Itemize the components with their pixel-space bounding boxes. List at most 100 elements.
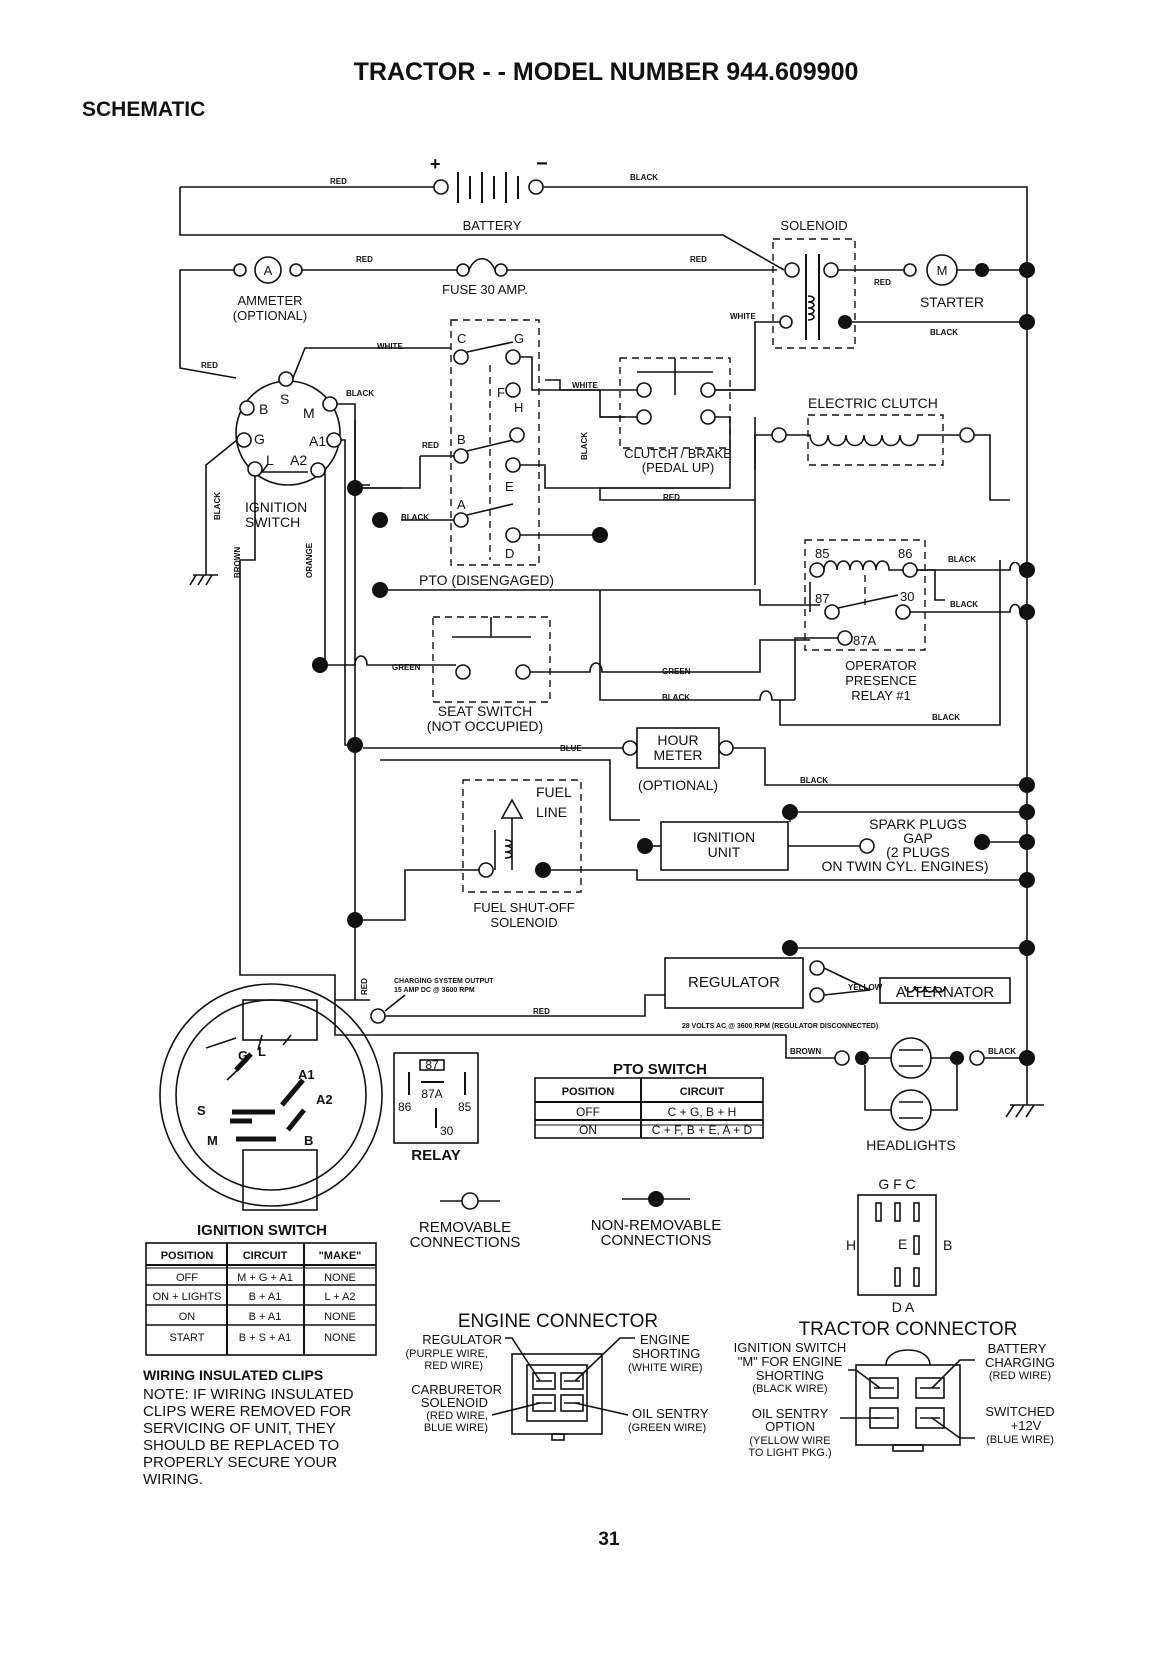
solenoid-wire-white: WHITE xyxy=(730,312,756,321)
ign-face-a1: A1 xyxy=(298,1067,315,1082)
charging-output-2: 15 AMP DC @ 3600 RPM xyxy=(394,987,475,994)
battery-label: BATTERY xyxy=(463,218,522,233)
engine-conn-text: RED WIRE) xyxy=(424,1360,483,1372)
hl-conn-left: H xyxy=(846,1237,856,1253)
pto-terminal-g: G xyxy=(514,331,524,346)
ign-table-header-circuit: CIRCUIT xyxy=(243,1250,288,1262)
tractor-conn-text: IGNITION SWITCH xyxy=(734,1340,847,1355)
clutch-wire-white: WHITE xyxy=(572,381,598,390)
fuse-label: FUSE 30 AMP. xyxy=(442,282,528,297)
headlight-connector: G F C H E B D A xyxy=(846,1176,952,1315)
relay-terminal-85: 85 xyxy=(815,546,829,561)
svg-text:+: + xyxy=(430,154,441,174)
tractor-conn-text: OPTION xyxy=(765,1419,815,1434)
spark-plugs-label-1: SPARK PLUGS xyxy=(869,816,967,832)
charging-wire-red: RED xyxy=(360,978,369,995)
ign-wire-white: WHITE xyxy=(377,342,403,351)
operator-presence-relay: 85 86 87 30 87A OPERATOR PRESENCE RELAY … xyxy=(779,539,1035,726)
relay-terminal-87a: 87A xyxy=(853,633,876,648)
regulator-wire-red: RED xyxy=(533,1007,550,1016)
pto-table-cell: C + F, B + E, A + D xyxy=(652,1123,753,1137)
alternator-wire-yellow: YELLOW xyxy=(848,983,883,992)
clutch-brake-label-1: CLUTCH / BRAKE xyxy=(624,446,732,461)
engine-conn-text: SHORTING xyxy=(632,1346,700,1361)
clutch-brake-label-2: (PEDAL UP) xyxy=(642,460,714,475)
solenoid-label: SOLENOID xyxy=(780,218,847,233)
ign-table-cell: B + A1 xyxy=(249,1311,282,1323)
engine-conn-text: (RED WIRE, xyxy=(426,1410,488,1422)
engine-conn-text: CARBURETOR xyxy=(411,1382,502,1397)
headlights: BROWN BLACK HEADLIGHTS xyxy=(334,1000,1044,1153)
ignition-unit-label-1: IGNITION xyxy=(693,829,755,845)
ignition-switch-face: G L A1 S A2 M B xyxy=(159,983,383,1211)
note-line: SHOULD BE REPLACED TO xyxy=(143,1437,339,1454)
tractor-conn-text: (YELLOW WIRE xyxy=(749,1435,830,1447)
engine-conn-text: (WHITE WIRE) xyxy=(628,1362,703,1374)
ign-wire-red: RED xyxy=(201,361,218,370)
ign-table-cell: B + A1 xyxy=(249,1291,282,1303)
hl-conn-bottom: D A xyxy=(892,1299,915,1315)
tractor-conn-text: (BLACK WIRE) xyxy=(752,1383,827,1395)
ign-table-cell: L + A2 xyxy=(324,1291,355,1303)
pto-terminal-f: F xyxy=(497,385,505,400)
spark-plugs-label-4: ON TWIN CYL. ENGINES) xyxy=(822,858,989,874)
relay-pin-87: 87 xyxy=(425,1058,439,1072)
pto-table-cell: ON xyxy=(579,1123,597,1137)
ign-terminal-m: M xyxy=(303,405,315,421)
tractor-connector: TRACTOR CONNECTOR IGNITION SWITCH "M" FO… xyxy=(734,1319,1055,1459)
tractor-conn-text: SWITCHED xyxy=(985,1404,1054,1419)
alternator-volts-ac: 28 VOLTS AC @ 3600 RPM (REGULATOR DISCON… xyxy=(682,1023,878,1030)
engine-conn-text: SOLENOID xyxy=(421,1395,488,1410)
tractor-connector-title: TRACTOR CONNECTOR xyxy=(799,1319,1018,1340)
fuse: FUSE 30 AMP. RED xyxy=(442,255,777,297)
relay-pin-30: 30 xyxy=(440,1124,454,1138)
relay-pin-diagram: 87 87A 86 85 30 RELAY xyxy=(393,1052,479,1164)
note-line: NOTE: IF WIRING INSULATED xyxy=(143,1386,354,1403)
ign-table-cell: ON xyxy=(179,1311,196,1323)
fuel-shutoff-solenoid: FUEL LINE FUEL SHUT-OFF SOLENOID xyxy=(347,779,1035,930)
ignition-switch: B S M G A1 L A2 IGNITION SWITCH RED BLAC… xyxy=(189,342,451,1001)
relay-terminal-86: 86 xyxy=(898,546,912,561)
svg-text:−: − xyxy=(536,153,548,175)
ign-terminal-b: B xyxy=(259,401,268,417)
ign-face-m: M xyxy=(207,1133,218,1148)
ign-table-cell: START xyxy=(169,1332,204,1344)
wiring-note: WIRING INSULATED CLIPS NOTE: IF WIRING I… xyxy=(143,1367,354,1488)
seat-switch-label-1: SEAT SWITCH xyxy=(438,703,532,719)
battery-wire-black: BLACK xyxy=(630,173,658,182)
fuse-wire-red: RED xyxy=(690,255,707,264)
ign-face-a2: A2 xyxy=(316,1092,333,1107)
pto-table-header-position: POSITION xyxy=(562,1086,615,1098)
note-line: SERVICING OF UNIT, THEY xyxy=(143,1420,336,1437)
ignition-unit: IGNITION UNIT SPARK PLUGS GAP (2 PLUGS O… xyxy=(637,804,1035,874)
fuel-solenoid-label-2: SOLENOID xyxy=(490,915,557,930)
hour-meter-label-1: HOUR xyxy=(657,732,698,748)
electric-clutch-label: ELECTRIC CLUTCH xyxy=(808,395,938,411)
ign-terminal-g: G xyxy=(254,431,265,447)
seat-switch-label-2: (NOT OCCUPIED) xyxy=(427,718,543,734)
ammeter-wire-red: RED xyxy=(356,255,373,264)
hl-conn-top: G F C xyxy=(878,1176,915,1192)
relay-terminal-30: 30 xyxy=(900,589,914,604)
clutch-wire-red: RED xyxy=(663,493,680,502)
ign-table-cell: OFF xyxy=(176,1272,198,1284)
note-line: WIRING. xyxy=(143,1471,203,1488)
starter-symbol: M xyxy=(937,263,948,278)
tractor-conn-text: "M" FOR ENGINE xyxy=(738,1354,843,1369)
relay-diagram-label: RELAY xyxy=(411,1147,460,1164)
hl-conn-right: B xyxy=(943,1237,952,1253)
tractor-conn-text: BATTERY xyxy=(988,1341,1047,1356)
relay-label-3: RELAY #1 xyxy=(851,688,911,703)
fuel-solenoid-label-1: FUEL SHUT-OFF xyxy=(473,900,574,915)
pto-terminal-h: H xyxy=(514,400,523,415)
fuel-label-2: LINE xyxy=(536,804,567,820)
ign-table-header-position: POSITION xyxy=(161,1250,214,1262)
solenoid-wire-red: RED xyxy=(874,278,891,287)
relay-wire-black-2: BLACK xyxy=(950,600,978,609)
tractor-conn-text: (BLUE WIRE) xyxy=(986,1434,1054,1446)
ammeter-label: AMMETER xyxy=(238,293,303,308)
tractor-conn-text: OIL SENTRY xyxy=(752,1406,829,1421)
engine-conn-text: (GREEN WIRE) xyxy=(628,1422,706,1434)
ign-terminal-a2: A2 xyxy=(290,452,307,468)
